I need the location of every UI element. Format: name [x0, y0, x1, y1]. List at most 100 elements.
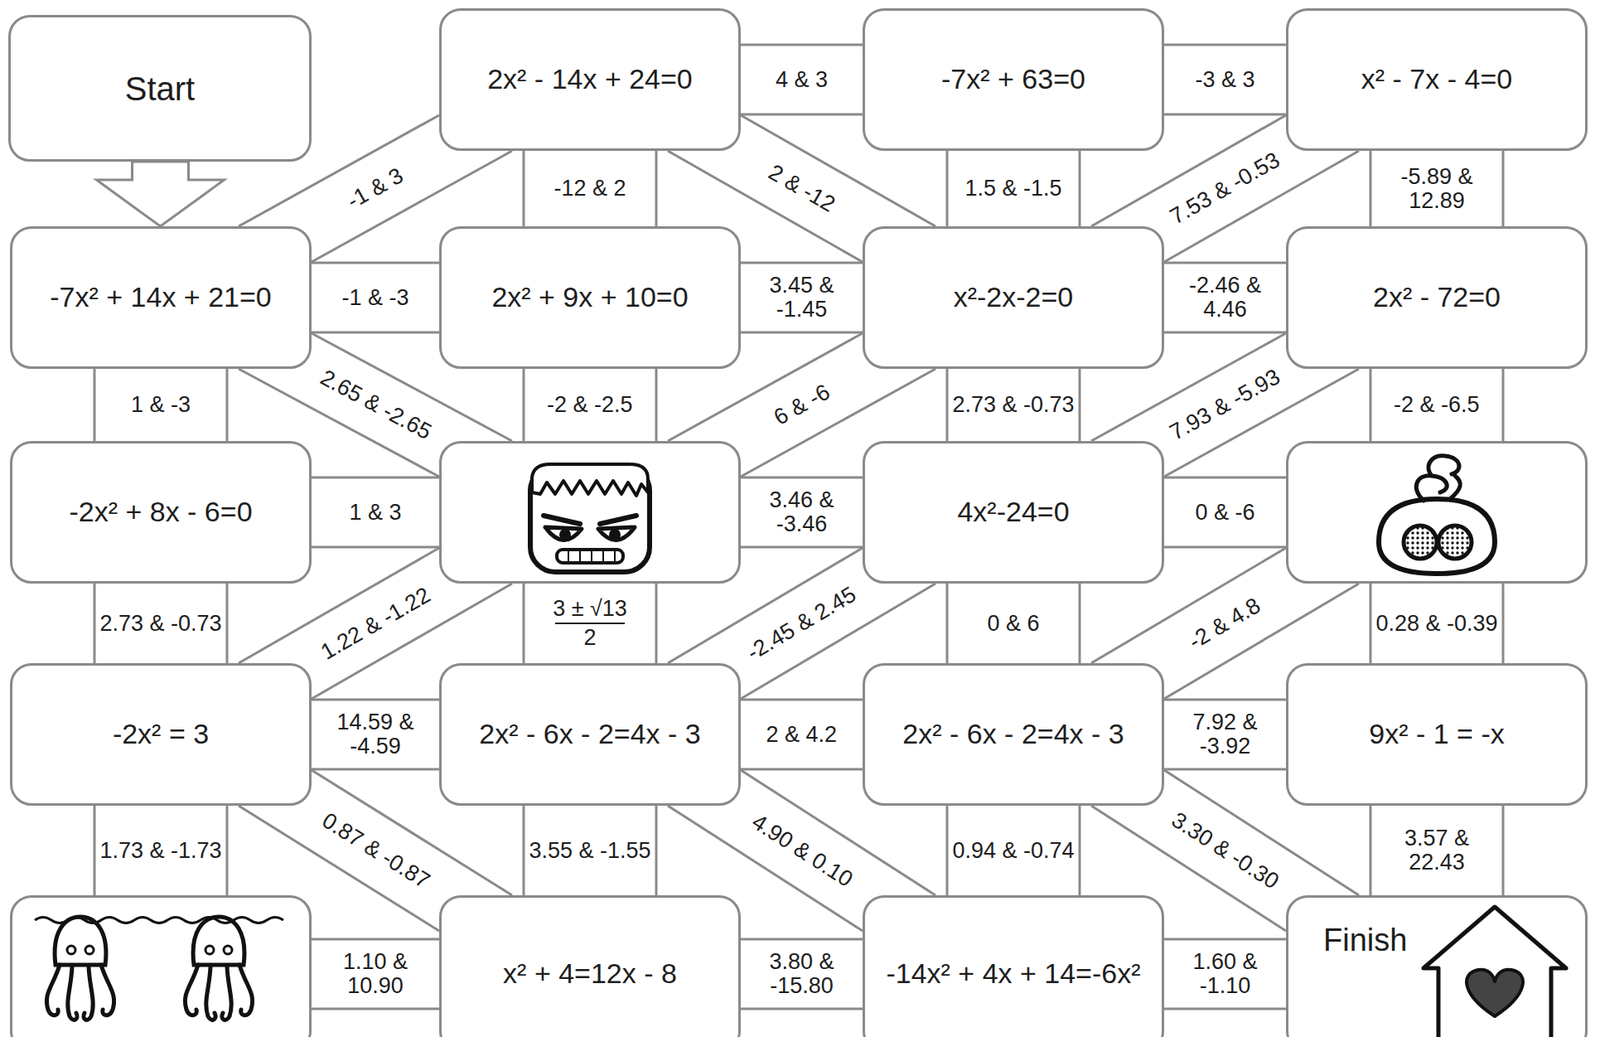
equation-box: x²-2x-2=0 — [862, 226, 1165, 369]
band-line — [946, 150, 949, 227]
answer-label-holder: -2 & -2.5 — [546, 392, 634, 417]
equation-box: -2x² = 3 — [9, 662, 312, 806]
icon-stroke — [85, 945, 94, 954]
band-line — [740, 1007, 863, 1011]
connector-band — [1370, 805, 1504, 895]
icon-stroke — [559, 528, 571, 541]
connector-band — [947, 150, 1080, 227]
answer-label-holder: -2 & 4.8 — [1184, 592, 1265, 653]
equation-text: 2x² - 14x + 24=0 — [487, 62, 693, 96]
answer-label-holder: 7.53 & -0.53 — [1165, 147, 1284, 229]
connector-band — [1164, 938, 1286, 1009]
connector-band — [740, 262, 863, 333]
band-line — [740, 261, 863, 265]
icon-stroke — [223, 945, 233, 954]
connector-band — [740, 938, 863, 1009]
answer-label: 0 & 6 — [987, 611, 1040, 636]
icon-stroke — [531, 464, 648, 496]
picture-box — [1285, 440, 1588, 584]
equation-text: 2x² - 6x - 2=4x - 3 — [478, 717, 701, 750]
connector-band — [311, 699, 440, 769]
icon-stroke — [193, 916, 245, 965]
equation-text: -7x² + 14x + 21=0 — [49, 280, 271, 314]
icon-stroke — [556, 549, 624, 563]
band-line — [1091, 547, 1286, 663]
band-line — [522, 368, 526, 441]
answer-label: -3 & 3 — [1195, 67, 1256, 92]
monster-icon — [530, 464, 650, 572]
answer-label: 7.53 & -0.53 — [1165, 147, 1284, 229]
connector-band — [947, 368, 1080, 441]
answer-label: -2 & -2.5 — [546, 392, 634, 417]
answer-label: 3.55 & -1.55 — [529, 838, 652, 863]
band-line — [655, 805, 658, 895]
band-line — [522, 805, 526, 895]
band-line — [1502, 150, 1505, 227]
band-line — [740, 769, 936, 895]
answer-label: 7.92 & -3.92 — [1169, 710, 1281, 759]
answer-label-holder: 3.45 & -1.45 — [746, 273, 857, 322]
icon-stroke — [1423, 906, 1567, 1037]
answer-label: -2 & -6.5 — [1393, 392, 1480, 417]
equation-box: 9x² - 1 = -x — [1285, 662, 1588, 806]
band-line — [1164, 476, 1286, 479]
answer-label: 0 & -6 — [1195, 500, 1256, 525]
equation-text: -14x² + 4x + 14=-6x² — [885, 957, 1141, 990]
connector-band — [1091, 115, 1359, 262]
band-line — [946, 368, 949, 441]
band-line — [93, 368, 97, 441]
band-line — [1502, 805, 1505, 895]
band-line — [311, 331, 440, 334]
answer-label-holder: 1.60 & -1.10 — [1169, 949, 1281, 998]
connector-band — [311, 938, 440, 1009]
band-line — [740, 546, 863, 549]
answer-label-holder: -2.45 & 2.45 — [743, 581, 861, 665]
answer-label-holder: -1 & -3 — [342, 285, 410, 310]
connector-band — [1370, 368, 1504, 441]
connector-band — [238, 769, 513, 931]
band-line — [946, 805, 949, 895]
connector-band — [94, 805, 228, 895]
equation-text: 4x²-24=0 — [957, 495, 1069, 528]
band-line — [1164, 43, 1286, 47]
equation-box: 2x² - 6x - 2=4x - 3 — [439, 662, 741, 806]
band-line — [226, 368, 229, 441]
answer-label-holder: 14.59 & -4.59 — [317, 710, 434, 759]
equation-box: 4x²-24=0 — [862, 440, 1165, 584]
icon-stroke — [545, 526, 582, 541]
answer-label: 4.90 & 0.10 — [747, 808, 857, 891]
connector-band — [1164, 44, 1286, 115]
band-line — [311, 768, 440, 771]
band-line — [667, 333, 863, 441]
band-line — [93, 805, 97, 895]
answer-label: -2 & 4.8 — [1184, 592, 1265, 653]
icon-stroke — [1403, 525, 1437, 559]
band-line — [667, 805, 863, 931]
band-line — [740, 768, 863, 771]
answer-label-holder: 4.90 & 0.10 — [747, 808, 857, 891]
connector-band — [1164, 262, 1286, 333]
answer-label-holder: -12 & 2 — [554, 176, 627, 201]
answer-label: -1 & -3 — [342, 285, 410, 310]
icon-stroke — [1466, 969, 1523, 1016]
band-line — [1502, 368, 1505, 441]
answer-label-holder: 7.93 & -5.93 — [1165, 364, 1285, 445]
connector-band — [94, 368, 228, 441]
equation-text: x² - 7x - 4=0 — [1361, 62, 1513, 96]
answer-label-holder: 1.73 & -1.73 — [100, 838, 223, 863]
equation-text: 2x² + 9x + 10=0 — [491, 280, 688, 314]
band-line — [311, 769, 513, 895]
connector-band — [1091, 769, 1359, 931]
answer-label-holder: 2 & 4.2 — [766, 722, 838, 747]
band-line — [740, 476, 863, 479]
equation-box: -7x² + 14x + 21=0 — [9, 226, 312, 369]
band-line — [311, 1007, 440, 1011]
band-line — [740, 113, 863, 117]
band-line — [238, 805, 440, 931]
connector-band — [523, 150, 657, 227]
answer-label: 1.5 & -1.5 — [965, 176, 1063, 201]
answer-label: -2.45 & 2.45 — [743, 581, 861, 665]
icon-stroke — [34, 917, 284, 924]
connector-band — [1164, 477, 1286, 547]
band-line — [740, 698, 863, 701]
